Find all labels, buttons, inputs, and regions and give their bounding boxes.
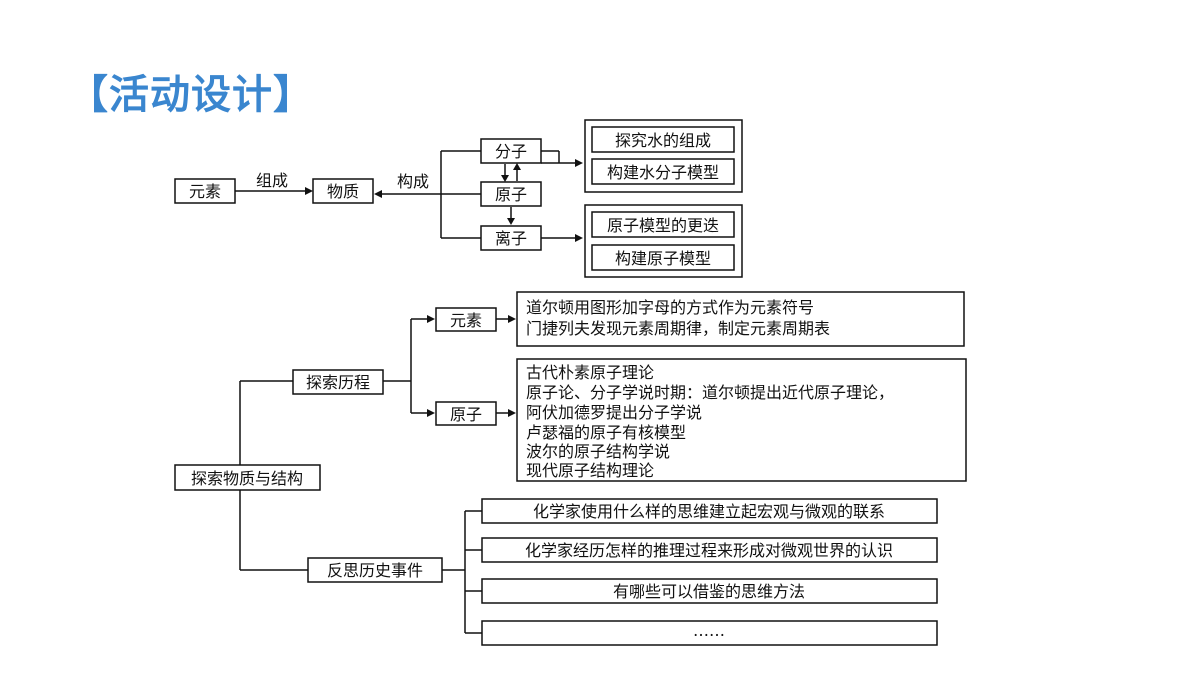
root-node-label: 探索物质与结构 [191,469,303,488]
construct-arrowhead [374,190,382,198]
ion-node-label: 离子 [495,229,527,248]
bottom-diagram: 探索物质与结构 探索历程 元素 道尔顿用图形加字母的方式作为元素符号 门捷列夫发… [174,291,967,646]
atom-detail-line-1: 古代朴素原子理论 [526,363,654,382]
question-2-box [481,537,938,563]
history-element-label: 元素 [450,311,482,330]
water-item-2 [591,158,735,185]
question-3-box [481,578,938,604]
compose-arrowhead [305,187,313,195]
matter-node [312,178,374,204]
atom-model-item-1-label: 原子模型的更迭 [607,216,719,235]
page-title: 【活动设计】 [68,72,314,118]
atom-model-item-2-label: 构建原子模型 [615,249,711,268]
construct-label: 构成 [397,172,429,191]
water-item-1 [591,126,735,153]
atom-node-label: 原子 [495,185,527,204]
atom-detail-line-3: 阿伏加德罗提出分子学说 [526,403,702,422]
element-node [174,178,236,204]
question-1-box [481,498,938,524]
atom-detail-line-6: 现代原子结构理论 [526,461,654,480]
atom-node [480,181,542,207]
molecule-node [480,138,542,164]
matter-node-label: 物质 [327,182,359,201]
history-node-label: 探索历程 [306,373,370,392]
question-3-label: 有哪些可以借鉴的思维方法 [613,582,805,601]
water-item-1-label: 探究水的组成 [615,131,711,150]
atom-detail-line-4: 卢瑟福的原子有核模型 [526,423,686,442]
element-detail-line-1: 道尔顿用图形加字母的方式作为元素符号 [526,298,814,317]
question-4-label: …… [693,621,725,640]
atom-detail-box [516,358,967,482]
reflect-node-label: 反思历史事件 [327,561,423,580]
atom-detail-line-5: 波尔的原子结构学说 [526,442,670,461]
molecule-node-label: 分子 [495,142,527,161]
ion-node [480,225,542,251]
top-diagram: 元素 组成 物质 构成 分子 原子 离子 [174,119,743,278]
atom-model-item-2 [591,244,735,271]
compose-label: 组成 [256,171,288,190]
question-1-label: 化学家使用什么样的思维建立起宏观与微观的联系 [533,502,885,521]
question-4-box [481,620,938,646]
atom-model-item-1 [591,211,735,238]
history-atom-label: 原子 [450,405,482,424]
element-detail-line-2: 门捷列夫发现元素周期律，制定元素周期表 [526,319,830,338]
atom-detail-line-2: 原子论、分子学说时期：道尔顿提出近代原子理论， [526,383,894,402]
element-detail-box [516,291,965,347]
root-node [174,464,321,491]
water-item-2-label: 构建水分子模型 [607,163,719,182]
history-node [292,369,384,395]
element-node-label: 元素 [189,182,221,201]
question-2-label: 化学家经历怎样的推理过程来形成对微观世界的认识 [525,541,893,560]
